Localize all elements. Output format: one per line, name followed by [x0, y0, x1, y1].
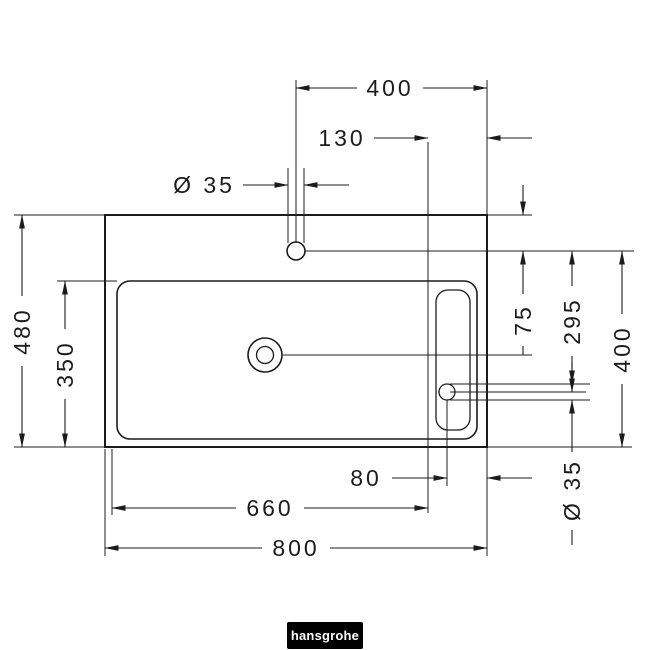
dim-label-bowl-depth: 350 [52, 340, 78, 387]
dim-label-shelf-width: 130 [318, 125, 365, 151]
basin-outer-rect [104, 214, 488, 448]
dim-label-rim-to-faucet: 75 [510, 304, 536, 336]
drain-inner-circle [255, 345, 275, 365]
dim-label-overflow-to-edge: 80 [350, 465, 382, 491]
faucet-hole [286, 241, 306, 261]
basin-outline [104, 214, 488, 448]
brand-logo: hansgrohe [287, 622, 363, 649]
drain-outer-circle [247, 337, 283, 373]
dim-label-faucet-to-front: 400 [609, 325, 635, 372]
dim-label-overall-width: 800 [272, 535, 319, 561]
extension-lines [14, 80, 634, 556]
dim-label-faucet-hole-dia: Ø 35 [173, 172, 235, 198]
dimension-labels: 400 130 Ø 35 480 350 75 295 400 Ø 35 80 … [9, 75, 635, 561]
dim-label-bowl-width: 660 [246, 495, 293, 521]
basin-bowl-rect [116, 280, 478, 440]
label-backgrounds [8, 74, 636, 560]
dim-label-overall-depth: 480 [9, 307, 35, 354]
shelf-recess-rect [435, 289, 471, 431]
logo-text: hansgrohe [291, 628, 359, 643]
dim-label-faucet-to-edge: 400 [366, 75, 413, 101]
logo-background [287, 622, 363, 649]
overflow-hole [438, 383, 456, 401]
basin-holes [247, 241, 456, 401]
dim-label-overflow-hole-dia: Ø 35 [559, 459, 585, 521]
dim-label-faucet-to-overflow: 295 [559, 297, 585, 344]
